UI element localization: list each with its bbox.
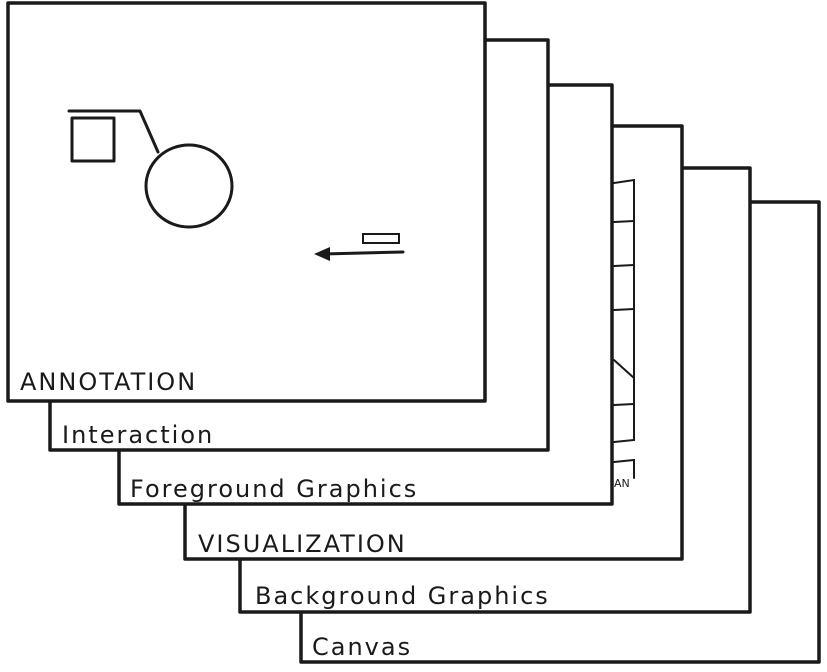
leader-line-sketch (67, 109, 160, 154)
peek-text-label: AN (614, 477, 630, 490)
layer-annotation: ANNOTATION (6, 1, 487, 403)
layer-background-graphics-label: Background Graphics (255, 582, 550, 610)
layer-foreground-graphics-label: Foreground Graphics (130, 475, 418, 503)
layer-annotation-sheet (6, 1, 487, 403)
arrow-head-icon (314, 247, 330, 261)
peeking-table-sketch: AN (613, 178, 635, 490)
note-label-box-sketch (362, 233, 400, 244)
layer-annotation-label: ANNOTATION (20, 368, 197, 396)
layer-interaction-label: Interaction (62, 421, 214, 449)
circle-mark-sketch (144, 143, 234, 229)
layer-canvas-label: Canvas (312, 633, 412, 661)
arrow-line-sketch (321, 250, 405, 256)
callout-box-sketch (70, 116, 116, 163)
layer-visualization-label: VISUALIZATION (198, 530, 407, 558)
